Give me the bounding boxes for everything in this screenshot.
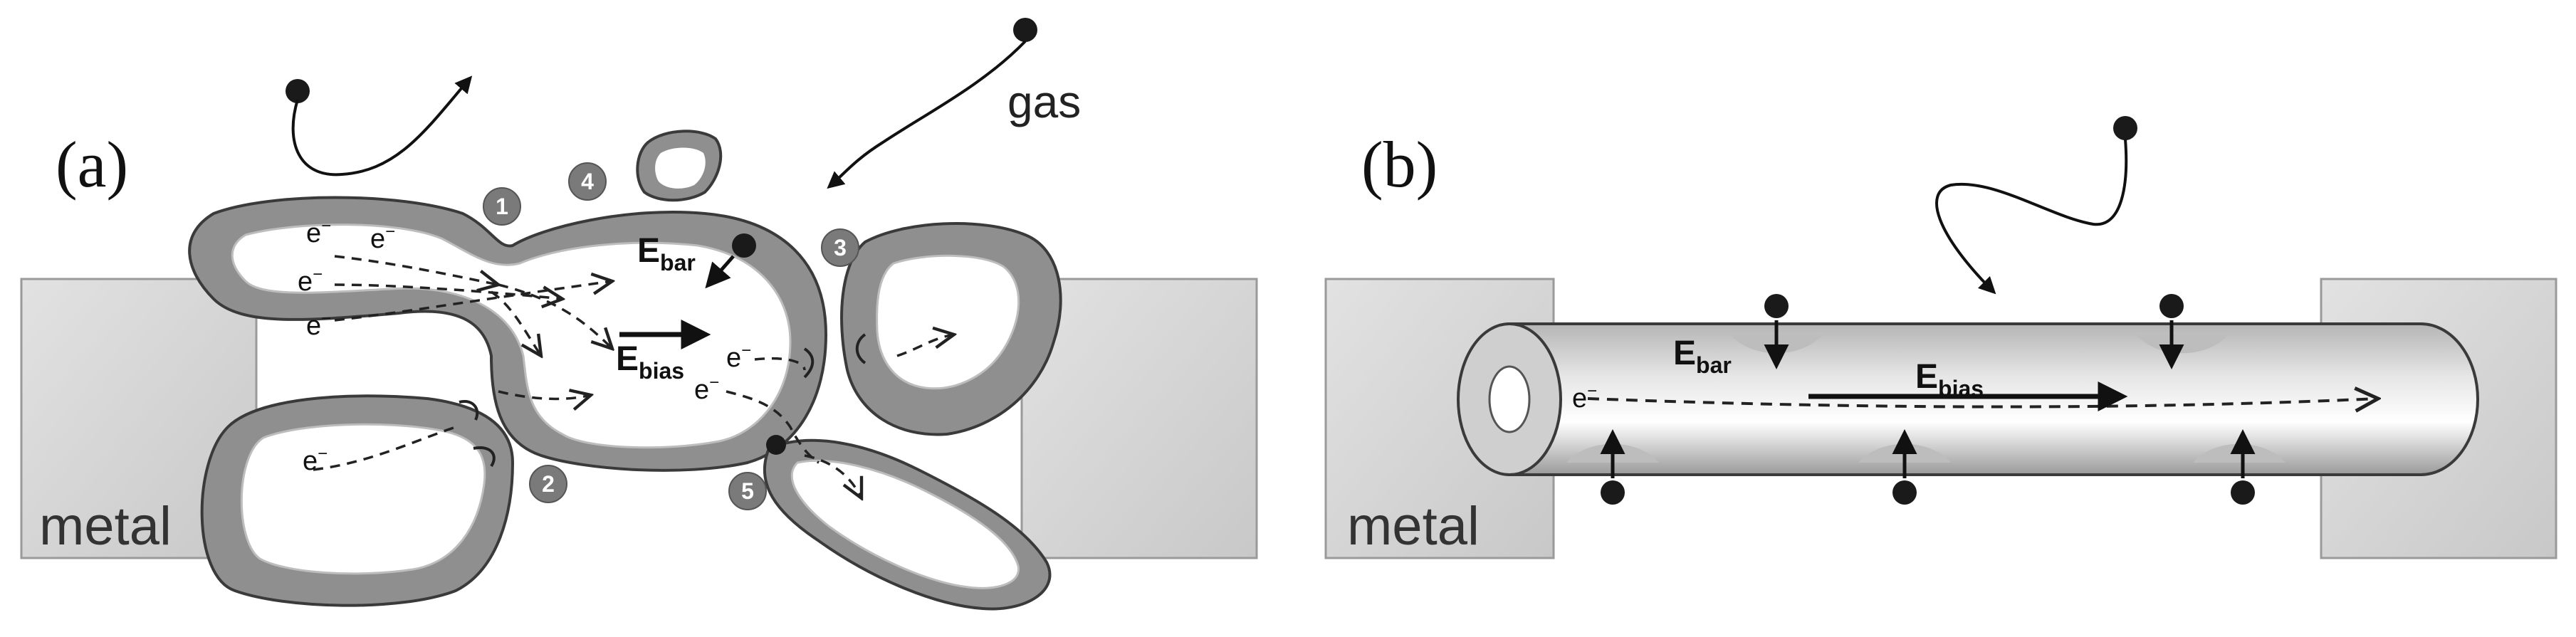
site-badge-5: 5 — [728, 472, 767, 510]
incoming-gas-molecule — [1013, 18, 1037, 42]
site-badge-3: 3 — [821, 228, 859, 267]
electron-label: e− — [726, 341, 751, 373]
adsorbed-molecule-5 — [766, 435, 786, 455]
site-badge-4: 4 — [568, 162, 607, 201]
e-bar-arrow-a — [705, 255, 735, 289]
nanowire-body — [1508, 322, 2479, 476]
svg-text:5: 5 — [741, 478, 754, 504]
panel-a-label: (a) — [56, 128, 128, 201]
svg-text:1: 1 — [496, 194, 508, 219]
panel-a: (a) metal 1 2 3 — [20, 18, 1258, 611]
svg-text:2: 2 — [542, 471, 555, 497]
site-badge-1: 1 — [483, 187, 521, 226]
nanowire-core — [1488, 365, 1531, 433]
grain-2-interior — [240, 423, 486, 575]
adsorption-arrow-b — [1935, 139, 2128, 295]
electron-label: e− — [298, 265, 323, 297]
metal-label-b: metal — [1347, 496, 1480, 557]
panel-b: (b) metal e− Ebias Ebar — [1324, 116, 2557, 559]
small-particle-4-interior — [655, 147, 706, 189]
incoming-gas-molecule-b — [2113, 116, 2137, 140]
barrier-bracket-2 — [473, 446, 496, 468]
site-badge-2: 2 — [529, 465, 567, 503]
grain-3-interior — [876, 254, 1020, 390]
adsorbed-molecules-top — [1764, 294, 2184, 369]
svg-text:4: 4 — [581, 169, 594, 194]
electron-label: e− — [306, 309, 331, 341]
e-bias-label-b: Ebias — [1915, 358, 1984, 401]
grain-1-interior — [231, 223, 792, 449]
svg-text:3: 3 — [834, 235, 847, 260]
barrier-bracket-3 — [803, 347, 815, 379]
metal-label-a: metal — [39, 496, 172, 557]
electron-label: e− — [303, 444, 328, 476]
adsorbed-molecules-bottom — [1600, 429, 2256, 505]
electron-label: e− — [370, 222, 395, 254]
e-bias-label-a: Ebias — [616, 340, 684, 384]
e-bar-label-a: Ebar — [637, 232, 696, 275]
electron-paths-a — [313, 255, 954, 498]
adsorption-arrow — [827, 40, 1027, 189]
e-bar-label-b: Ebar — [1673, 335, 1732, 378]
barrier-bracket-4 — [855, 333, 866, 364]
desorbing-molecule — [286, 79, 310, 103]
electron-label: e− — [306, 216, 331, 248]
gas-label: gas — [1007, 76, 1081, 127]
electron-label: e− — [694, 373, 719, 405]
electron-labels-a: e− e− e− e− e− e− e− — [298, 216, 751, 476]
metal-electrode-right — [1020, 278, 1258, 559]
electron-label-b: e− — [1572, 381, 1597, 414]
panel-b-label: (b) — [1361, 128, 1438, 201]
barrier-bracket-1 — [459, 400, 479, 421]
electron-path-b — [1587, 399, 2378, 407]
adsorbed-molecule — [732, 233, 756, 258]
desorption-arrow — [291, 75, 473, 177]
